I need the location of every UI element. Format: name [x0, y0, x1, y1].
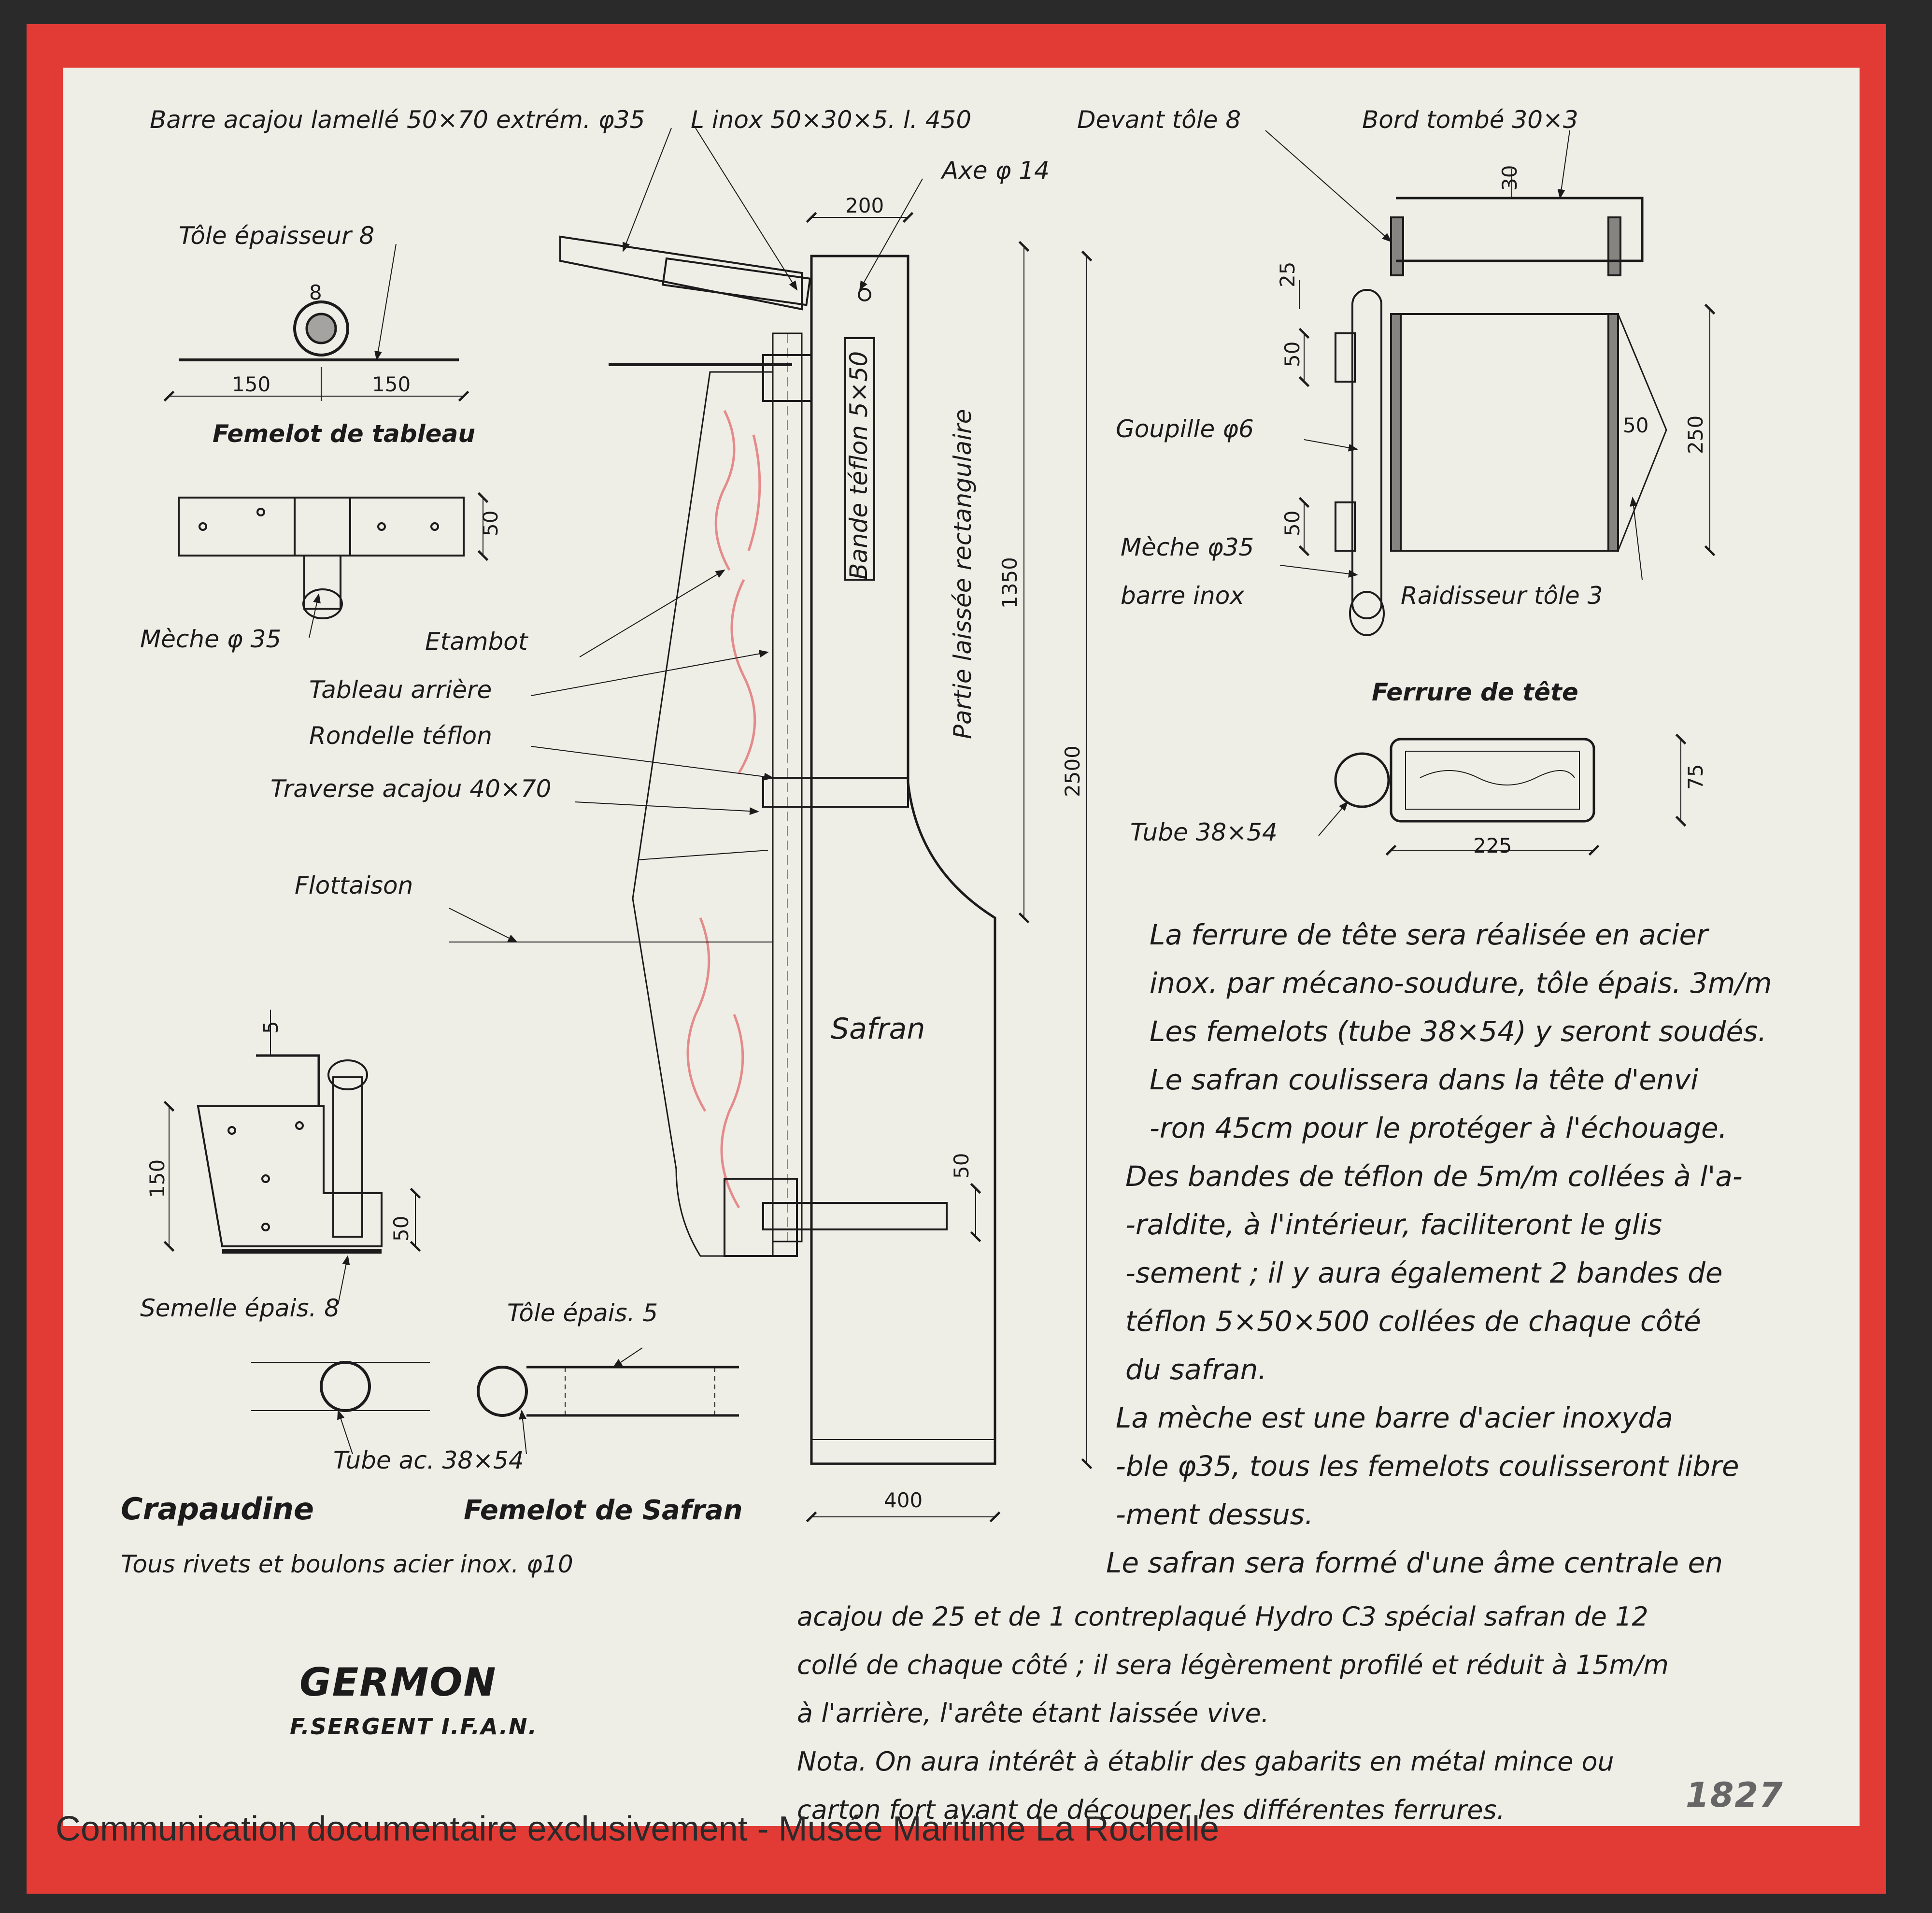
note-line: -raldite, à l'intérieur, faciliteront le…: [1125, 1208, 1662, 1241]
drawing-author: F.SERGENT I.F.A.N.: [290, 1713, 538, 1740]
label-tous-rivets: Tous rivets et boulons acier inox. φ10: [121, 1550, 573, 1578]
note-line: Des bandes de téflon de 5m/m collées à l…: [1125, 1160, 1743, 1193]
note-line: acajou de 25 et de 1 contreplaqué Hydro …: [797, 1601, 1648, 1632]
dim-150c: 150: [145, 1159, 169, 1198]
note-line: du safran.: [1125, 1353, 1267, 1386]
dim-8: 8: [309, 281, 322, 304]
label-bord-tombe: Bord tombé 30×3: [1362, 106, 1578, 134]
dim-50f: 50: [950, 1153, 973, 1179]
dim-1350: 1350: [998, 557, 1022, 609]
dim-150a: 150: [232, 372, 270, 396]
label-traverse: Traverse acajou 40×70: [270, 775, 551, 803]
label-tole-epaisseur: Tôle épaisseur 8: [179, 222, 374, 250]
dim-30: 30: [1498, 165, 1521, 191]
dim-50a: 50: [479, 511, 502, 536]
rudder-elevation: [449, 212, 1093, 1523]
label-tube-38x54: Tube 38×54: [1130, 818, 1278, 846]
note-line: Nota. On aura intérêt à établir des gaba…: [797, 1746, 1614, 1777]
label-tube-ac: Tube ac. 38×54: [333, 1446, 524, 1474]
crapaudine-detail: [163, 1010, 430, 1412]
dim-400: 400: [884, 1488, 923, 1512]
note-line: Le safran coulissera dans la tête d'envi: [1150, 1063, 1698, 1096]
label-meche-35: Mèche φ 35: [140, 625, 281, 653]
label-tableau-arriere: Tableau arrière: [309, 676, 492, 704]
label-devant-tole: Devant tôle 8: [1077, 106, 1241, 134]
dim-150b: 150: [372, 372, 411, 396]
dim-75: 75: [1684, 764, 1707, 790]
dim-50e: 50: [389, 1216, 413, 1242]
label-crapaudine: Crapaudine: [121, 1491, 314, 1527]
label-bande-teflon: Bande téflon 5×50: [845, 351, 873, 580]
femelot-de-safran-detail: [477, 1366, 739, 1417]
label-meche-35b: Mèche φ35: [1121, 533, 1254, 561]
callout-labels: Barre acajou lamellé 50×70 extrém. φ35 L…: [121, 106, 1603, 1578]
label-raidisseur: Raidisseur tôle 3: [1401, 582, 1603, 610]
label-axe: Axe φ 14: [940, 157, 1050, 185]
note-line: -ment dessus.: [1116, 1498, 1313, 1531]
note-line: -ble φ35, tous les femelots coulisseront…: [1116, 1450, 1739, 1483]
dim-50b: 50: [1280, 342, 1304, 367]
note-line: téflon 5×50×500 collées de chaque côté: [1125, 1305, 1701, 1338]
dim-200: 200: [845, 194, 884, 217]
dim-50d: 50: [1623, 414, 1648, 437]
note-line: collé de chaque côté ; il sera légèremen…: [797, 1650, 1669, 1680]
dim-225: 225: [1473, 834, 1512, 857]
note-line: Le safran sera formé d'une âme centrale …: [1106, 1546, 1723, 1579]
note-line: -sement ; il y aura également 2 bandes d…: [1125, 1256, 1723, 1289]
femelot-de-tableau-section: [163, 300, 489, 619]
note-line: Les femelots (tube 38×54) y seront soudé…: [1150, 1015, 1767, 1048]
drawing-title: GERMON: [299, 1660, 497, 1705]
label-ferrure-tete: Ferrure de tête: [1372, 678, 1578, 706]
label-femelot-safran: Femelot de Safran: [464, 1495, 742, 1526]
label-etambot: Etambot: [425, 628, 529, 656]
label-barre-inox: barre inox: [1121, 582, 1244, 610]
note-line: carton fort avant de découper les différ…: [797, 1795, 1505, 1825]
label-rondelle-teflon: Rondelle téflon: [309, 722, 492, 750]
drawing-number: 1827: [1686, 1775, 1784, 1815]
dimension-values: 200 1350 2500 400 150 150 50 30 25 50 50…: [145, 165, 1707, 1512]
title-block: GERMON F.SERGENT I.F.A.N. 1827: [290, 1660, 1784, 1815]
note-line: La ferrure de tête sera réalisée en acie…: [1150, 918, 1709, 951]
label-tole-epais-5: Tôle épais. 5: [507, 1299, 658, 1327]
label-semelle: Semelle épais. 8: [140, 1294, 340, 1322]
dim-2500: 2500: [1061, 745, 1084, 797]
dim-50c: 50: [1280, 511, 1304, 536]
note-line: -ron 45cm pour le protéger à l'échouage.: [1150, 1112, 1727, 1144]
archive-watermark: Communication documentaire exclusivement…: [56, 1810, 1219, 1848]
label-partie-laissee: Partie laissée rectangulaire: [949, 409, 977, 739]
ferrure-de-tete-detail: [1298, 169, 1716, 856]
label-goupille: Goupille φ6: [1116, 415, 1254, 443]
note-line: La mèche est une barre d'acier inoxyda: [1116, 1401, 1673, 1434]
dim-5: 5: [259, 1021, 283, 1034]
label-l-inox: L inox 50×30×5. l. 450: [691, 106, 971, 134]
leader-lines: [309, 128, 1643, 1455]
label-safran: Safran: [831, 1012, 925, 1046]
note-line: inox. par mécano-soudure, tôle épais. 3m…: [1150, 967, 1772, 999]
dim-250: 250: [1684, 415, 1707, 454]
label-femelot-tableau: Femelot de tableau: [213, 420, 475, 448]
construction-notes: La ferrure de tête sera réalisée en acie…: [797, 918, 1772, 1825]
label-barre-acajou: Barre acajou lamellé 50×70 extrém. φ35: [150, 106, 645, 134]
dim-25: 25: [1276, 262, 1299, 287]
note-line: à l'arrière, l'arête étant laissée vive.: [797, 1698, 1269, 1728]
label-flottaison: Flottaison: [295, 871, 413, 899]
